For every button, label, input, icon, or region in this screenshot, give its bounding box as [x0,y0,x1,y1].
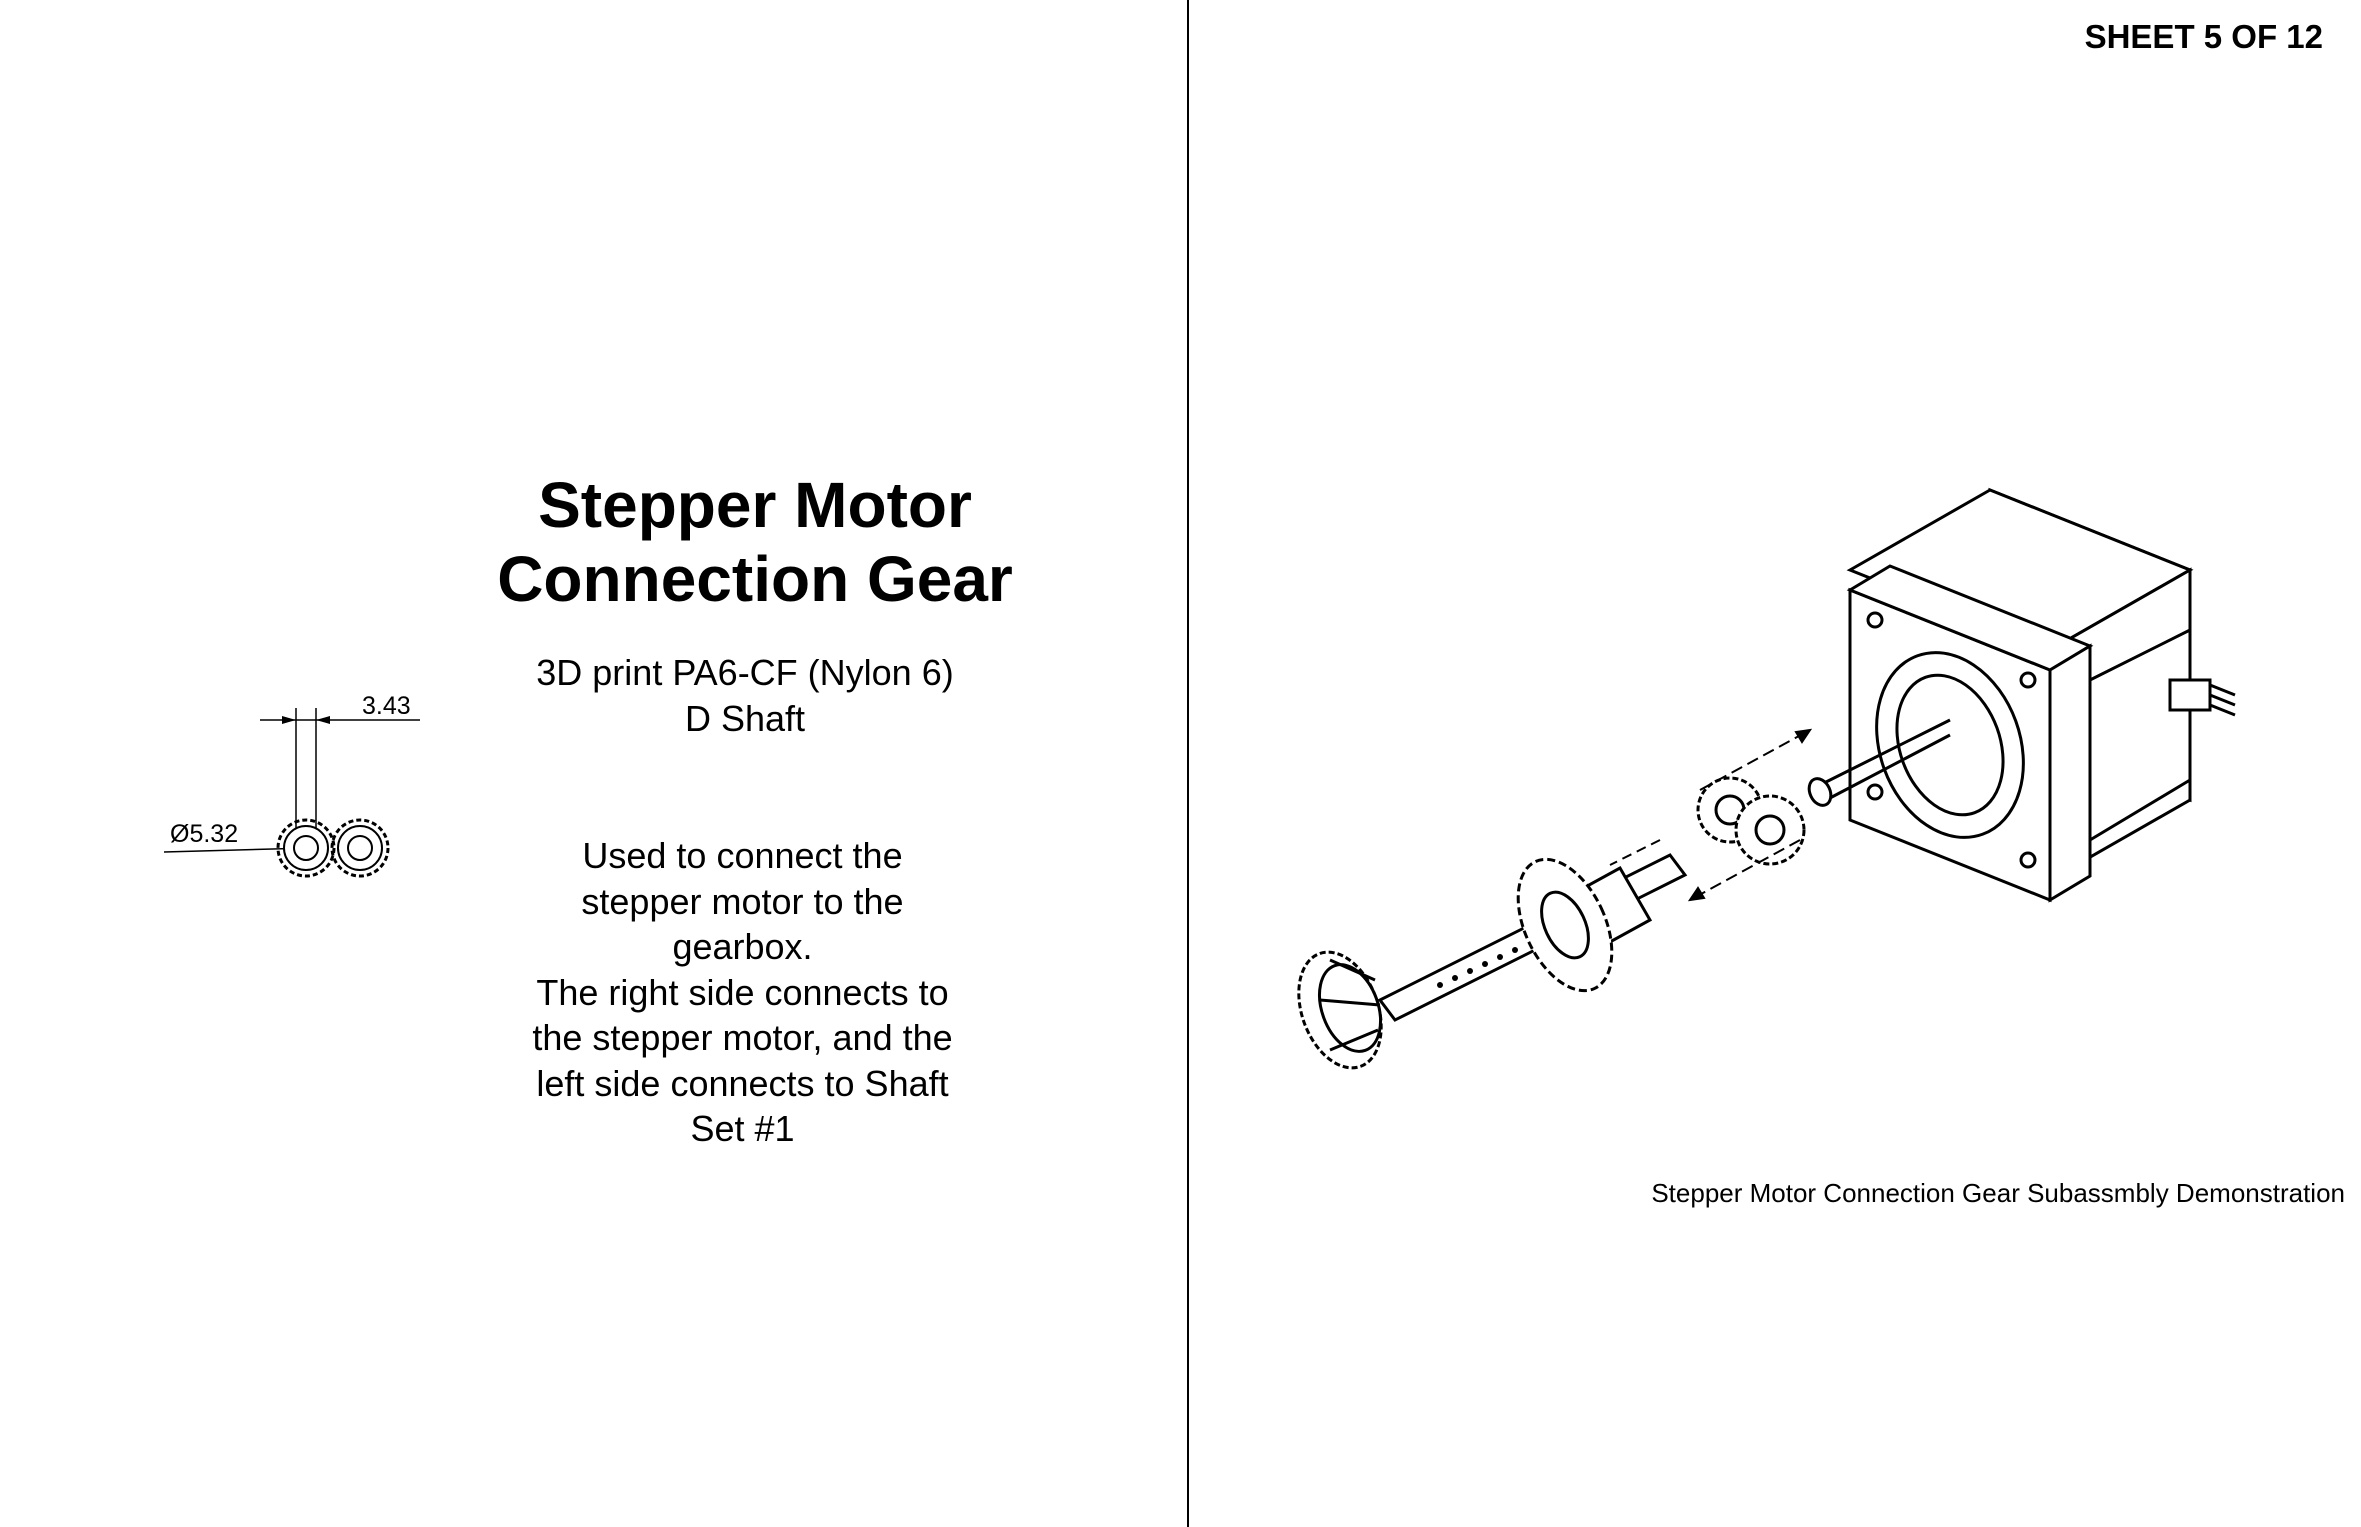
description-line: The right side connects to [536,971,949,1013]
width-dimension-label: 3.43 [362,692,411,720]
sheet-number-label: SHEET 5 OF 12 [2084,18,2323,55]
sheet-divider-line [1187,0,1189,1527]
gear-side-view-icon [330,818,390,878]
gear-dimension-drawing: 3.43 Ø5.32 [163,692,420,878]
stepper-motor-icon [1807,487,2236,903]
description-line: the stepper motor, and the [532,1017,953,1058]
diameter-dimension-label: Ø5.32 [170,820,238,848]
connection-gear-shaft-icon [1377,853,1688,1022]
part-material: 3D print PA6-CF (Nylon 6) [536,652,954,693]
spur-gear-pair-icon [1696,776,1806,866]
exploded-assembly-illustration [1297,487,2236,1070]
part-shaft-type: D Shaft [684,698,806,739]
gear-front-view-icon [276,818,336,878]
part-title-line-2: Connection Gear [497,543,1013,615]
description-line: left side connects to Shaft [536,1062,949,1104]
part-title: Stepper Motor Connection Gear [460,468,1050,616]
part-title-line-1: Stepper Motor [538,469,972,541]
description-line: Set #1 [690,1108,795,1149]
assembly-arrow-icon [1609,728,1813,902]
description-line: Used to connect the [582,835,903,876]
part-material-block: 3D print PA6-CF (Nylon 6) D Shaft [450,650,1040,742]
bevel-gear-icon [1297,950,1383,1070]
description-line: stepper motor to the [581,880,904,922]
part-description: Used to connect the stepper motor to the… [500,833,985,1152]
description-line: gearbox. [672,926,813,967]
assembly-caption: Stepper Motor Connection Gear Subassmbly… [1651,1178,2345,1208]
